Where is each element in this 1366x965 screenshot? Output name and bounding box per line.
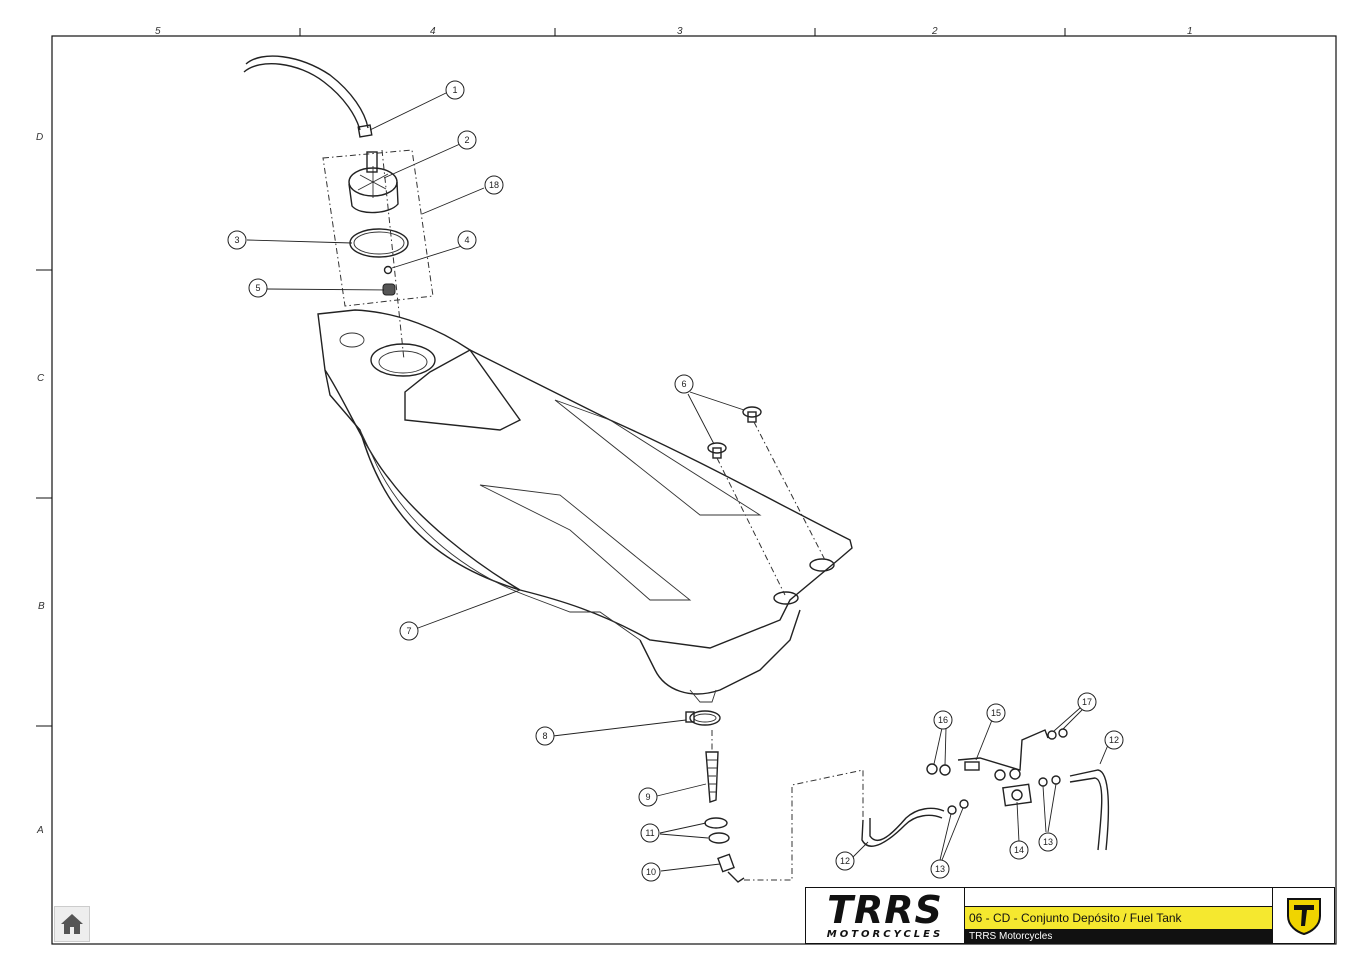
part-hose-clip <box>947 805 957 815</box>
column-label: 5 <box>155 26 161 37</box>
fuel-line-path <box>744 769 864 881</box>
part-vent-valve <box>382 283 396 296</box>
svg-text:10: 10 <box>646 867 656 877</box>
callout-14: 14 <box>1009 840 1029 860</box>
row-label: B <box>38 601 45 612</box>
row-label: D <box>36 132 43 143</box>
trrs-shield-icon <box>1272 888 1334 943</box>
logo-subtext: MOTORCYCLES <box>826 928 944 940</box>
svg-text:1: 1 <box>452 85 457 95</box>
part-vent-hose <box>243 55 373 138</box>
callout-6: 6 <box>674 374 694 394</box>
callout-4: 4 <box>457 230 477 250</box>
part-fuel-cap <box>348 151 399 214</box>
callout-7: 7 <box>399 621 419 641</box>
part-fuel-filter <box>705 730 719 803</box>
callout-10: 10 <box>641 862 661 882</box>
column-label: 4 <box>430 26 436 37</box>
svg-text:13: 13 <box>1043 837 1053 847</box>
part-o-ring-inner <box>353 231 405 255</box>
column-label: 1 <box>1187 26 1193 37</box>
leader-lines <box>246 92 1109 872</box>
svg-text:8: 8 <box>542 731 547 741</box>
svg-text:9: 9 <box>645 792 650 802</box>
part-o-ring-small <box>708 832 730 844</box>
part-valve-ball <box>383 265 393 275</box>
svg-text:11: 11 <box>645 828 654 838</box>
part-o-ring <box>349 228 409 258</box>
svg-text:13: 13 <box>935 864 945 874</box>
title-block: TRRS MOTORCYCLES 06 - CD - Conjunto Depó… <box>805 887 1335 944</box>
part-outlet-nipple <box>717 853 745 883</box>
svg-text:7: 7 <box>406 626 411 636</box>
part-fuel-hose <box>1069 769 1110 851</box>
callout-2: 2 <box>457 130 477 150</box>
drawing-subtitle: TRRS Motorcycles <box>965 930 1272 943</box>
part-hose-clip <box>1051 775 1061 785</box>
svg-text:17: 17 <box>1082 697 1092 707</box>
part-fuel-hose <box>1069 777 1103 851</box>
row-label: A <box>36 825 44 836</box>
svg-text:5: 5 <box>255 283 260 293</box>
callout-11: 11 <box>640 823 660 843</box>
column-label: 2 <box>931 26 938 37</box>
part-fuel-hose <box>869 807 945 842</box>
cap-assembly-box <box>322 149 434 307</box>
svg-text:2: 2 <box>464 135 469 145</box>
callout-8: 8 <box>535 726 555 746</box>
column-label: 3 <box>677 26 683 37</box>
part-hose-clip <box>1038 777 1048 787</box>
part-fuel-tap <box>1002 783 1032 807</box>
callout-1: 1 <box>445 80 465 100</box>
home-button[interactable] <box>54 906 90 942</box>
callout-18: 18 <box>484 175 504 195</box>
svg-text:3: 3 <box>234 235 239 245</box>
callout-13: 13 <box>930 859 950 879</box>
svg-text:6: 6 <box>681 379 686 389</box>
logo-wordmark: TRRS <box>827 887 943 932</box>
svg-text:4: 4 <box>464 235 469 245</box>
sheet-border <box>51 35 1337 945</box>
svg-text:14: 14 <box>1014 845 1024 855</box>
callout-12: 12 <box>1104 730 1124 750</box>
callout-13: 13 <box>1038 832 1058 852</box>
svg-text:16: 16 <box>938 715 948 725</box>
callout-17: 17 <box>1077 692 1097 712</box>
svg-text:15: 15 <box>991 708 1001 718</box>
callout-12: 12 <box>835 851 855 871</box>
part-fuel-tank <box>317 309 853 703</box>
svg-text:12: 12 <box>840 856 850 866</box>
part-hose-clip <box>959 799 969 809</box>
callout-3: 3 <box>227 230 247 250</box>
callout-5: 5 <box>248 278 268 298</box>
part-hose-clamp <box>685 710 721 726</box>
column-ticks <box>36 28 1066 727</box>
part-fuel-hose <box>861 814 943 847</box>
row-label: C <box>37 373 45 384</box>
cap-axis <box>381 149 405 361</box>
drawing-title: 06 - CD - Conjunto Depósito / Fuel Tank <box>965 906 1272 930</box>
title-text: 06 - CD - Conjunto Depósito / Fuel Tank … <box>965 888 1272 943</box>
part-screws <box>707 406 826 596</box>
callout-9: 9 <box>638 787 658 807</box>
callout-15: 15 <box>986 703 1006 723</box>
part-o-ring-small <box>704 817 728 829</box>
callout-16: 16 <box>933 710 953 730</box>
home-icon <box>61 914 83 934</box>
brand-logo: TRRS MOTORCYCLES <box>806 888 965 943</box>
svg-text:12: 12 <box>1109 735 1119 745</box>
part-bracket <box>926 728 1068 781</box>
svg-text:18: 18 <box>489 180 499 190</box>
